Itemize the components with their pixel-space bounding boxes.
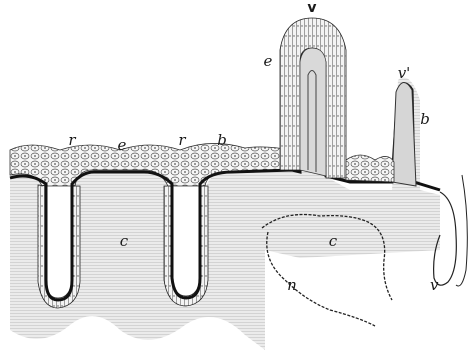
label-b-left: b <box>217 131 227 149</box>
label-r-right: r <box>178 131 186 149</box>
villus-v-core <box>300 48 326 176</box>
label-v-top: v <box>307 0 316 16</box>
label-v-prime: v' <box>398 64 411 82</box>
label-b-right: b <box>420 110 430 128</box>
villus-v-prime-core <box>392 82 416 186</box>
label-c-left: c <box>120 232 129 250</box>
label-e-villus: e <box>264 52 273 70</box>
label-r-left: r <box>68 131 76 149</box>
label-n: n <box>287 276 297 294</box>
surface-epithelium-right <box>346 155 394 182</box>
label-c-right: c <box>329 232 338 250</box>
label-v-lower: v <box>430 276 439 294</box>
crypt-epithelium-left <box>38 185 80 308</box>
label-e-left: e <box>118 136 127 154</box>
vessel-v-right-inner <box>456 175 467 286</box>
